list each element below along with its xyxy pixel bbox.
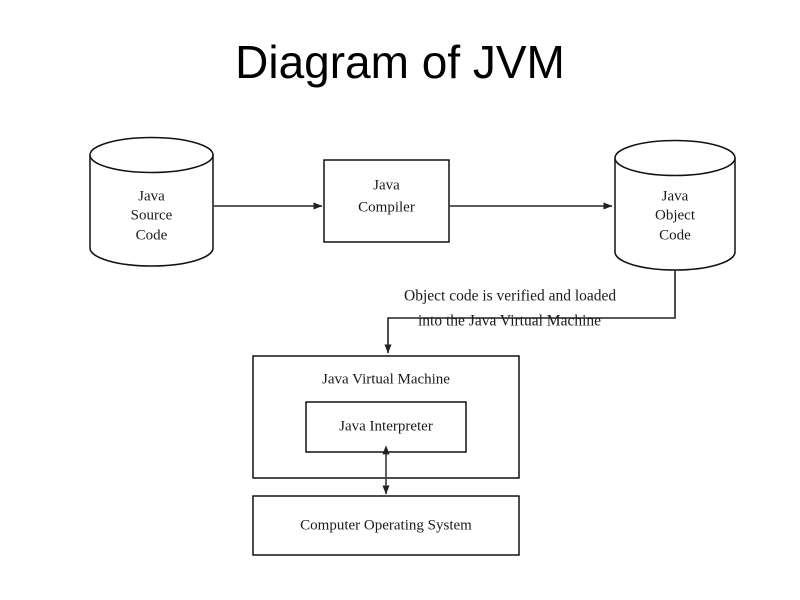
cylinder-top: [614, 139, 736, 177]
cylinder-body: [614, 157, 736, 271]
edge-object-code-to-jvm: [384, 270, 676, 354]
interpreter-box: [305, 401, 467, 453]
interpreter-label: Java Interpreter: [339, 418, 433, 434]
node-label-line3: Code: [136, 227, 168, 243]
node-label-line3: Code: [659, 227, 691, 243]
node-computer-operating-system[interactable]: Computer Operating System: [252, 495, 520, 556]
node-label-line2: Source: [131, 207, 173, 223]
node-java-object-code[interactable]: Java Object Code: [614, 139, 736, 271]
node-label-line2: Compiler: [358, 199, 415, 215]
cylinder-top: [89, 136, 214, 174]
node-java-compiler[interactable]: Java Compiler: [323, 159, 450, 243]
node-label-line1: Java: [662, 188, 689, 204]
os-label: Computer Operating System: [300, 517, 472, 533]
node-label-line1: Java: [138, 188, 165, 204]
cylinder-body: [89, 154, 214, 267]
jvm-label: Java Virtual Machine: [322, 371, 450, 387]
annotation-line1: Object code is verified and loaded: [404, 288, 616, 305]
node-label-line2: Object: [655, 207, 696, 223]
os-box: [252, 495, 520, 556]
compiler-box: [323, 159, 450, 243]
page-title: Diagram of JVM: [235, 36, 565, 88]
annotation-line2: into the Java Virtual Machine: [418, 313, 601, 330]
node-java-source-code[interactable]: Java Source Code: [89, 136, 214, 267]
annotation-load-note: Object code is verified and loaded into …: [404, 288, 616, 330]
node-label-line1: Java: [373, 177, 400, 193]
node-java-interpreter[interactable]: Java Interpreter: [305, 401, 467, 453]
